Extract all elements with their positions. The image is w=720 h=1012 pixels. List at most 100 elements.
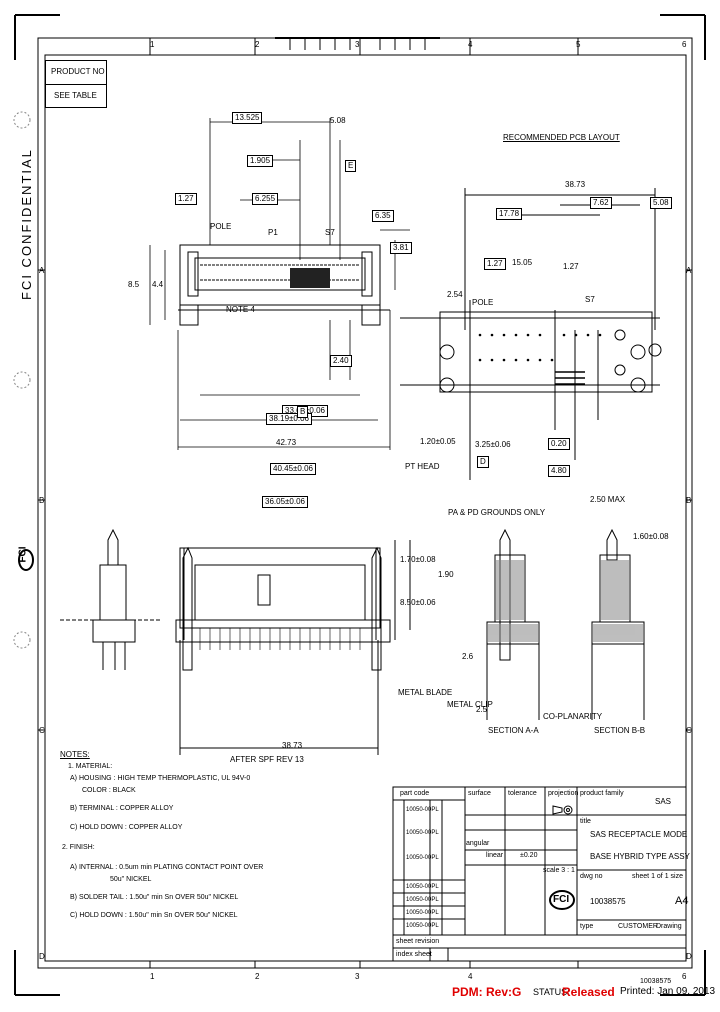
dim-38-73-front: 38.73: [282, 741, 303, 750]
dim-6-35: 6.35: [372, 210, 394, 222]
title-line-1: SAS RECEPTACLE MODE: [590, 830, 688, 839]
dim-15-05: 15.05: [512, 258, 533, 267]
dim-17-78: 17.78: [496, 208, 523, 220]
dim-38-73-top: 38.73: [565, 180, 586, 189]
col-marker-5: 5: [576, 40, 581, 49]
row-marker-a: A: [39, 266, 45, 275]
product-family-value: SAS: [655, 797, 672, 806]
note-line-9: B) SOLDER TAIL : 1.50u" min Sn OVER 50u"…: [70, 894, 239, 901]
row-marker-c: C: [39, 726, 45, 735]
row-marker-a-right: A: [686, 266, 692, 275]
col-marker-3-bottom: 3: [355, 972, 360, 981]
dim-3-81: 3.81: [390, 242, 412, 254]
index-sheet-label: index sheet: [396, 951, 432, 958]
type-label: type: [580, 923, 594, 930]
dim-1-70: 1.70±0.08: [400, 555, 436, 564]
part-row-5: 10050-00PL: [406, 897, 439, 903]
section-bb-label: SECTION B-B: [594, 726, 646, 735]
footer-dwg-ref: 10038575: [640, 978, 672, 985]
col-marker-2: 2: [255, 40, 260, 49]
dim-1-90: 1.90: [438, 570, 454, 579]
confidential-label-wrap: FCI CONFIDENTIAL: [19, 148, 40, 320]
row-marker-d: D: [39, 952, 45, 961]
sheet-size-label: sheet 1 of 1 size: [632, 873, 683, 880]
dim-1-20: 1.20±0.05: [420, 437, 456, 446]
projection-label: projection: [548, 790, 579, 797]
section-aa-label: SECTION A-A: [488, 726, 539, 735]
title-line-2: BASE HYBRID TYPE ASSY: [590, 852, 690, 861]
after-spf-label: AFTER SPF REV 13: [230, 755, 304, 764]
pole-label: POLE: [210, 222, 232, 231]
part-row-3: 10050-00PL: [406, 855, 439, 861]
dim-36-05: 36.05±0.06: [262, 496, 308, 508]
dim-3-25: 3.25±0.06: [475, 440, 511, 449]
row-marker-b-right: B: [686, 496, 692, 505]
p1-label: P1: [268, 228, 278, 237]
note-line-4: B) TERMINAL : COPPER ALLOY: [70, 805, 174, 812]
type-value: CUSTOMER: [618, 923, 658, 930]
part-row-4: 10050-00PL: [406, 884, 439, 890]
dim-2-6: 2.6: [462, 652, 474, 661]
status-label: STATUS:: [533, 987, 570, 997]
pcb-layout-title: RECOMMENDED PCB LAYOUT: [503, 133, 620, 142]
col-marker-3: 3: [355, 40, 360, 49]
datum-e-top: E: [345, 160, 357, 172]
part-row-7: 10050-00PL: [406, 923, 439, 929]
note-line-6: 2. FINISH:: [62, 844, 95, 851]
type-value-2: Drawing: [656, 923, 682, 930]
confidential-label: FCI CONFIDENTIAL: [19, 148, 34, 300]
printed-date: Printed: Jan 09, 2013: [620, 986, 716, 997]
note-line-3: COLOR : BLACK: [82, 787, 136, 794]
title-label: title: [580, 818, 591, 825]
pt-head-label: PT HEAD: [405, 462, 440, 471]
angular-label: angular: [466, 840, 490, 847]
datum-b-top: B: [297, 406, 309, 418]
dim-5-08-pcb: 5.08: [650, 197, 672, 209]
tolerance-label: tolerance: [508, 790, 537, 797]
linear-label: linear: [486, 852, 504, 859]
dim-13-525: 13.525: [232, 112, 263, 124]
dim-4-80: 4.80: [548, 465, 570, 477]
pcb-pole-label: POLE: [472, 298, 494, 307]
part-row-6: 10050-00PL: [406, 910, 439, 916]
dim-1-27-pcb2: 1.27: [563, 262, 579, 271]
dwg-no-value: 10038575: [590, 897, 626, 906]
row-marker-c-right: C: [686, 726, 692, 735]
col-marker-1: 1: [150, 40, 155, 49]
fci-logo-left: FCI: [17, 546, 29, 563]
note-line-8: 50u" NICKEL: [110, 876, 152, 883]
row-marker-b: B: [39, 496, 45, 505]
note-line-2: A) HOUSING : HIGH TEMP THERMOPLASTIC, UL…: [70, 775, 251, 782]
s7-label-top: S7: [325, 228, 335, 237]
dim-5-08: 5.08: [330, 116, 346, 125]
dim-2-5: 2.5: [476, 705, 488, 714]
part-row-1: 10050-00PL: [406, 807, 439, 813]
s7-label-pcb: S7: [585, 295, 595, 304]
status-value: Released: [562, 985, 615, 999]
tolerance-value: ±0.20: [520, 852, 538, 859]
dim-1-60: 1.60±0.08: [633, 532, 669, 541]
scale-label: scale 3 : 1: [543, 867, 575, 874]
datum-d-pcb: D: [477, 456, 489, 468]
size-value: A4: [675, 895, 689, 907]
product-family-label: product family: [580, 790, 624, 797]
part-code-header: part code: [400, 790, 430, 797]
dim-2-54: 2.54: [447, 290, 463, 299]
product-no-label: PRODUCT NO: [51, 67, 105, 76]
co-planarity-label: CO-PLANARITY: [543, 712, 603, 721]
dim-1-905: 1.905: [247, 155, 274, 167]
dim-2-50-max: 2.50 MAX: [590, 495, 626, 504]
dwg-no-label: dwg no: [580, 873, 603, 880]
sheet-revision-label: sheet revision: [396, 938, 440, 945]
note4-label: NOTE 4: [226, 305, 255, 314]
dim-2-40: 2.40: [330, 355, 352, 367]
note-line-5: C) HOLD DOWN : COPPER ALLOY: [70, 824, 183, 831]
note-line-1: 1. MATERIAL:: [68, 763, 113, 770]
part-row-2: 10050-00PL: [406, 830, 439, 836]
dim-6-255: 6.255: [252, 193, 279, 205]
pdm-revision: PDM: Rev:G: [452, 985, 522, 999]
dim-4-4: 4.4: [152, 280, 164, 289]
dim-8-50: 8.50±0.06: [400, 598, 436, 607]
col-marker-1-bottom: 1: [150, 972, 155, 981]
